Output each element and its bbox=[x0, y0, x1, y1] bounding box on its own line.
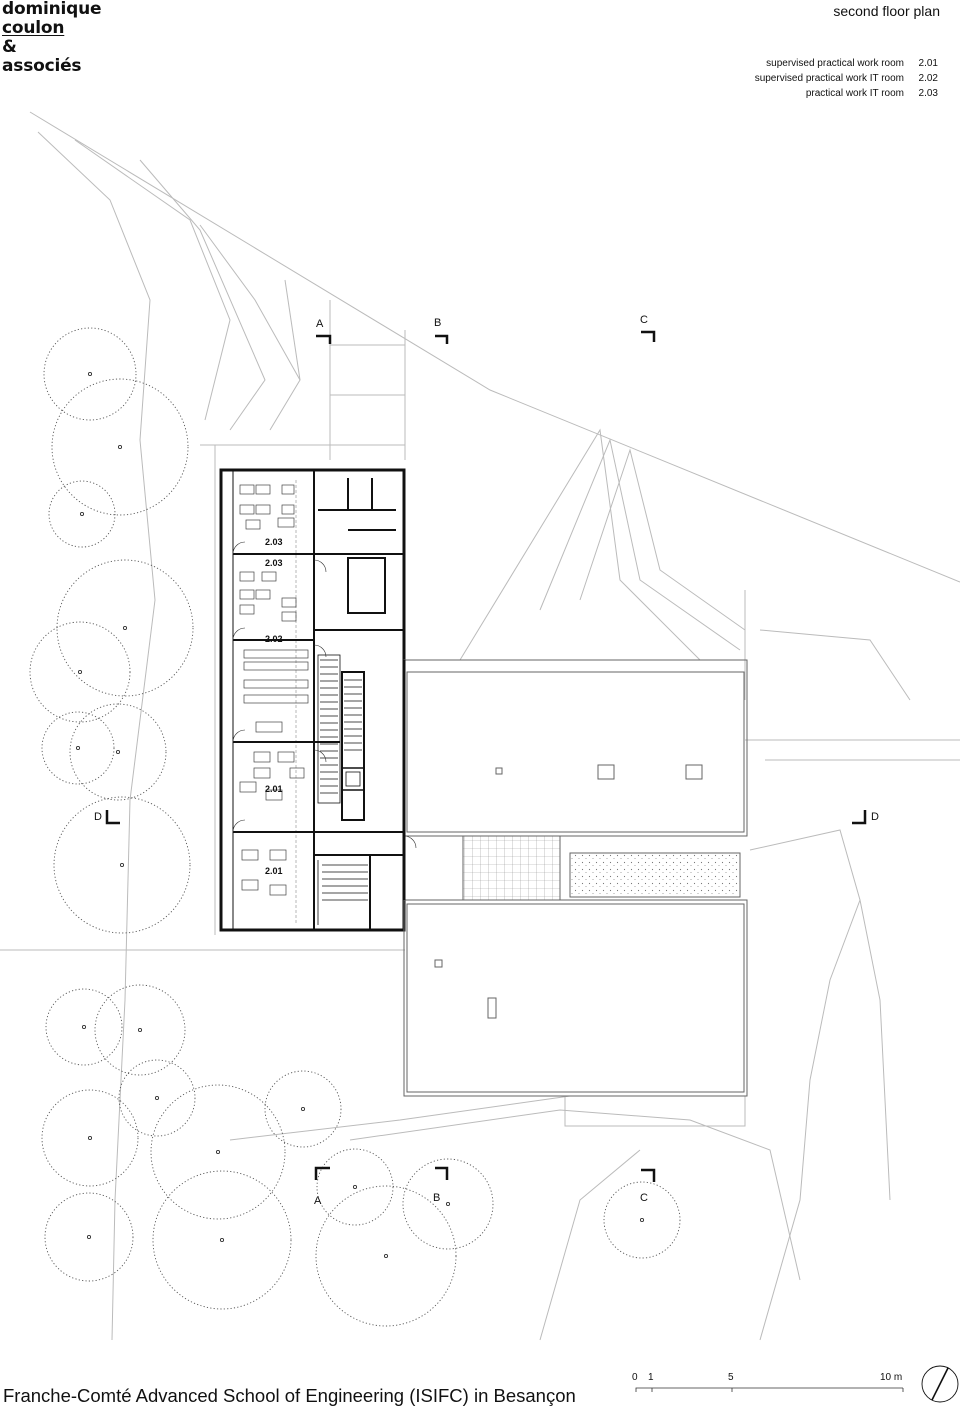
drawing-caption: Franche-Comté Advanced School of Enginee… bbox=[3, 1385, 576, 1406]
courtyard-grid-paving bbox=[462, 835, 561, 901]
plan-title: second floor plan bbox=[833, 3, 940, 19]
logo-line-3: & bbox=[2, 37, 17, 57]
scale-label: 1 bbox=[648, 1372, 654, 1383]
legend-name: practical work IT room bbox=[805, 88, 904, 99]
existing-buildings bbox=[402, 659, 748, 1097]
section-marker-label: D bbox=[871, 811, 879, 823]
legend-code: 2.01 bbox=[918, 58, 938, 69]
room-legend: supervised practical work room 2.01 supe… bbox=[755, 56, 938, 101]
scale-label: 5 bbox=[728, 1372, 734, 1383]
section-marker-label: A bbox=[314, 1195, 322, 1207]
scale-label: 0 bbox=[632, 1372, 638, 1383]
logo-line-1: dominique bbox=[2, 0, 102, 19]
logo-line-2: coulon bbox=[2, 18, 65, 38]
section-marker-label: C bbox=[640, 314, 648, 326]
section-marker-label: B bbox=[433, 1192, 440, 1204]
firm-logo: dominique coulon & associés bbox=[2, 0, 102, 76]
scale-bar bbox=[635, 1387, 904, 1392]
scale-label: 10 m bbox=[880, 1372, 902, 1383]
section-marker-label: A bbox=[316, 318, 324, 330]
room-label: 2.01 bbox=[265, 784, 283, 794]
section-marker-label: D bbox=[94, 811, 102, 823]
trees bbox=[29, 327, 681, 1327]
legend-row: practical work IT room 2.03 bbox=[755, 86, 938, 101]
legend-row: supervised practical work room 2.01 bbox=[755, 56, 938, 71]
gravel-bed bbox=[569, 852, 741, 898]
legend-code: 2.03 bbox=[918, 88, 938, 99]
north-arrow-icon bbox=[921, 1365, 959, 1403]
section-markers bbox=[105, 330, 867, 1182]
legend-name: supervised practical work room bbox=[766, 58, 904, 69]
site-contours bbox=[0, 111, 960, 1341]
legend-name: supervised practical work IT room bbox=[754, 73, 904, 84]
section-marker-label: C bbox=[640, 1192, 648, 1204]
room-label: 2.03 bbox=[265, 558, 283, 568]
teaching-wing bbox=[219, 468, 417, 932]
room-label: 2.03 bbox=[265, 537, 283, 547]
room-label: 2.02 bbox=[265, 634, 283, 644]
tree-trunks bbox=[75, 371, 645, 1259]
logo-line-4: associés bbox=[2, 56, 82, 76]
legend-row: supervised practical work IT room 2.02 bbox=[755, 71, 938, 86]
room-label: 2.01 bbox=[265, 866, 283, 876]
section-marker-label: B bbox=[434, 317, 441, 329]
legend-code: 2.02 bbox=[918, 73, 938, 84]
